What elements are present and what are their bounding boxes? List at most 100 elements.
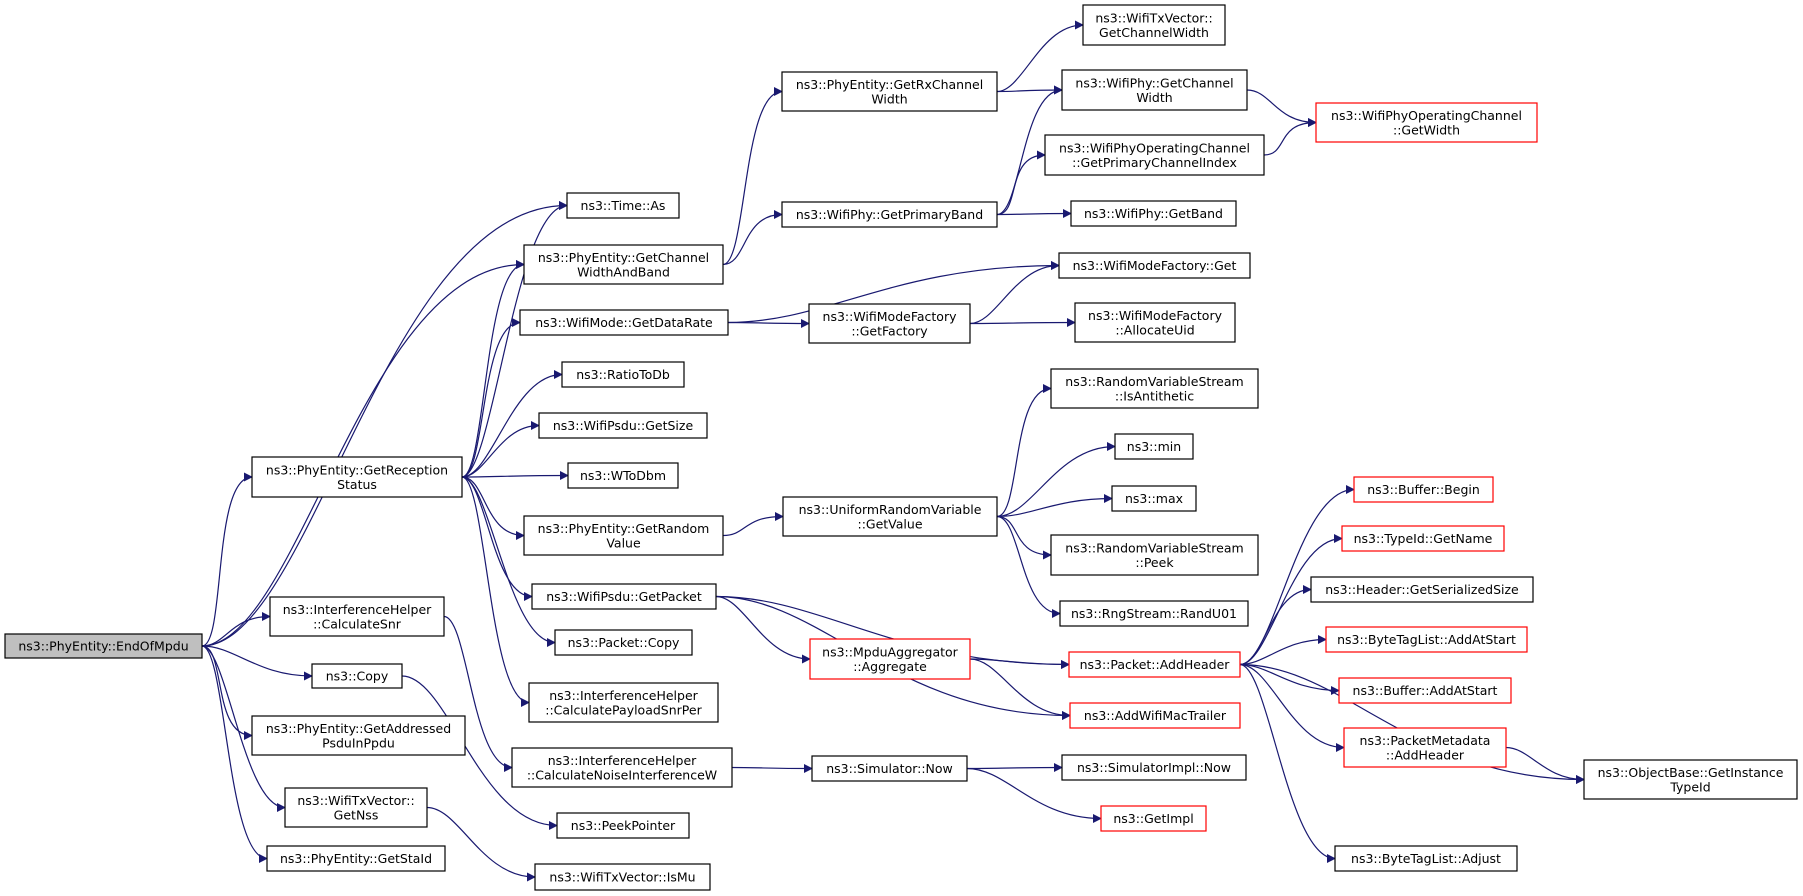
node-pktmetaaddheader[interactable]: ns3::PacketMetadata::AddHeader xyxy=(1343,727,1507,768)
edge-endofmpdu-to-getchwidthband xyxy=(201,260,525,647)
node-calcpayload[interactable]: ns3::InterferenceHelper::CalculatePayloa… xyxy=(528,682,719,723)
node-ismu[interactable]: ns3::WifiTxVector::IsMu xyxy=(534,863,711,891)
node-getimpl[interactable]: ns3::GetImpl xyxy=(1100,805,1207,832)
node-label: ns3::UniformRandomVariable xyxy=(799,502,982,517)
edge-getprimaryband-to-phygetchwidth xyxy=(996,85,1063,216)
edge-packetaddheader-to-bufferaddatstart xyxy=(1239,663,1340,695)
node-wtodbm[interactable]: ns3::WToDbm xyxy=(567,462,679,489)
node-label: ns3::PeekPointer xyxy=(571,818,676,833)
node-allocateuid[interactable]: ns3::WifiModeFactory::AllocateUid xyxy=(1074,302,1236,343)
node-label: ns3::WifiPsdu::GetPacket xyxy=(546,589,702,604)
node-psdugetsize[interactable]: ns3::WifiPsdu::GetSize xyxy=(538,412,708,439)
node-label: ns3::SimulatorImpl::Now xyxy=(1077,760,1231,775)
node-box xyxy=(1353,476,1494,503)
node-bytetagaddatstart[interactable]: ns3::ByteTagList::AddAtStart xyxy=(1325,626,1528,653)
node-box xyxy=(1061,69,1248,111)
node-bufferbegin[interactable]: ns3::Buffer::Begin xyxy=(1353,476,1494,503)
edge-getrxchwidth-to-phygetchwidth xyxy=(996,85,1063,95)
node-label: ns3::WToDbm xyxy=(580,468,666,483)
node-label: GetNss xyxy=(334,807,379,822)
node-modefactorygetfactory[interactable]: ns3::WifiModeFactory::GetFactory xyxy=(808,303,971,344)
node-randu01[interactable]: ns3::RngStream::RandU01 xyxy=(1059,600,1249,627)
edge-getreception-to-getchwidthband xyxy=(461,260,525,478)
node-label: ::AllocateUid xyxy=(1115,322,1194,337)
edge-calcsnr-to-calcnoise xyxy=(443,615,513,772)
node-modefactoryget[interactable]: ns3::WifiModeFactory::Get xyxy=(1058,252,1251,279)
node-getstaid[interactable]: ns3::PhyEntity::GetStaId xyxy=(266,845,446,872)
node-box xyxy=(1338,677,1512,704)
node-box xyxy=(1343,727,1507,768)
node-getdatarate[interactable]: ns3::WifiMode::GetDataRate xyxy=(519,309,729,336)
node-getnss[interactable]: ns3::WifiTxVector::GetNss xyxy=(284,787,428,828)
node-box xyxy=(1325,626,1528,653)
node-label: ns3::ByteTagList::AddAtStart xyxy=(1337,632,1516,647)
node-box xyxy=(534,863,711,891)
node-simnow[interactable]: ns3::Simulator::Now xyxy=(811,755,968,782)
node-max[interactable]: ns3::max xyxy=(1111,485,1197,512)
node-label: ::CalculateSnr xyxy=(313,616,402,631)
node-label: ::GetFactory xyxy=(851,323,928,338)
node-packetaddheader[interactable]: ns3::Packet::AddHeader xyxy=(1068,651,1241,678)
node-phygetband[interactable]: ns3::WifiPhy::GetBand xyxy=(1070,200,1237,227)
node-box xyxy=(566,192,680,219)
node-label: Value xyxy=(606,535,641,550)
node-label: ns3::WifiTxVector:: xyxy=(297,793,414,808)
node-box xyxy=(1583,759,1798,800)
node-label: ns3::ByteTagList::Adjust xyxy=(1351,851,1501,866)
node-phygetchwidth[interactable]: ns3::WifiPhy::GetChannelWidth xyxy=(1061,69,1248,111)
node-typeidgetname[interactable]: ns3::TypeId::GetName xyxy=(1341,525,1505,552)
node-label: ns3::WifiTxVector::IsMu xyxy=(549,870,695,885)
node-rvspeek[interactable]: ns3::RandomVariableStream::Peek xyxy=(1050,534,1259,576)
node-box xyxy=(1100,805,1207,832)
edge-packetaddheader-to-headergetsersize xyxy=(1239,585,1312,666)
node-bufferaddatstart[interactable]: ns3::Buffer::AddAtStart xyxy=(1338,677,1512,704)
node-timeas[interactable]: ns3::Time::As xyxy=(566,192,680,219)
node-packetcopy[interactable]: ns3::Packet::Copy xyxy=(554,629,693,656)
node-peekpointer[interactable]: ns3::PeekPointer xyxy=(556,812,690,839)
edge-getreception-to-getrandomvalue xyxy=(461,476,525,540)
edge-packetaddheader-to-pktmetaaddheader xyxy=(1239,663,1345,752)
node-opchgetprimaryidx[interactable]: ns3::WifiPhyOperatingChannel::GetPrimary… xyxy=(1044,134,1265,176)
node-min[interactable]: ns3::min xyxy=(1114,433,1194,460)
node-simimplnow[interactable]: ns3::SimulatorImpl::Now xyxy=(1061,754,1247,781)
node-label: ::AddHeader xyxy=(1386,747,1465,762)
node-box xyxy=(1070,200,1237,227)
node-mpduaggregate[interactable]: ns3::MpduAggregator::Aggregate xyxy=(809,638,971,680)
node-label: ns3::Copy xyxy=(326,669,389,684)
node-bytetagadjust[interactable]: ns3::ByteTagList::Adjust xyxy=(1334,845,1518,872)
edge-getchwidthband-to-getprimaryband xyxy=(722,210,783,266)
node-getprimaryband[interactable]: ns3::WifiPhy::GetPrimaryBand xyxy=(781,201,998,228)
node-box xyxy=(266,845,446,872)
node-label: ns3::max xyxy=(1125,491,1183,506)
node-box xyxy=(1114,433,1194,460)
node-ratiotodb[interactable]: ns3::RatioToDb xyxy=(561,361,685,388)
edge-phygetchwidth-to-opchgetwidth xyxy=(1246,89,1317,127)
node-label: ns3::PhyEntity::GetAddressed xyxy=(266,721,451,736)
node-opchgetwidth[interactable]: ns3::WifiPhyOperatingChannel::GetWidth xyxy=(1315,102,1538,143)
edge-getreception-to-timeas xyxy=(461,201,568,478)
node-calcnoise[interactable]: ns3::InterferenceHelper::CalculateNoiseI… xyxy=(511,747,733,788)
node-txvecgetchwidth[interactable]: ns3::WifiTxVector::GetChannelWidth xyxy=(1082,4,1226,46)
node-label: ns3::InterferenceHelper xyxy=(549,688,698,703)
node-urvgetvalue[interactable]: ns3::UniformRandomVariable::GetValue xyxy=(782,496,998,537)
edge-urvgetvalue-to-isantithetic xyxy=(996,384,1052,518)
node-isantithetic[interactable]: ns3::RandomVariableStream::IsAntithetic xyxy=(1050,368,1259,409)
node-psdugetpacket[interactable]: ns3::WifiPsdu::GetPacket xyxy=(531,583,717,610)
node-label: ns3::min xyxy=(1127,439,1181,454)
node-addwifimactrailer[interactable]: ns3::AddWifiMacTrailer xyxy=(1069,702,1241,729)
edge-getreception-to-calcpayload xyxy=(461,476,530,707)
node-endofmpdu[interactable]: ns3::PhyEntity::EndOfMpdu xyxy=(4,633,203,659)
edge-getprimaryband-to-opchgetprimaryidx xyxy=(996,150,1046,216)
node-copy[interactable]: ns3::Copy xyxy=(311,663,403,689)
node-headergetsersize[interactable]: ns3::Header::GetSerializedSize xyxy=(1310,576,1534,603)
node-calcsnr[interactable]: ns3::InterferenceHelper::CalculateSnr xyxy=(269,596,445,637)
edge-psdugetpacket-to-mpduaggregate xyxy=(715,595,811,664)
node-label: ns3::InterferenceHelper xyxy=(548,753,697,768)
edge-urvgetvalue-to-min xyxy=(996,442,1116,518)
